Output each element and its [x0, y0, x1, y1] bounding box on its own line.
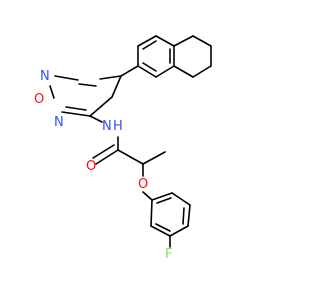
atom-n-bottom: N	[54, 115, 64, 130]
aromatic-ring-bonds	[137, 35, 175, 78]
oxadiazole-ring-bonds	[49, 75, 122, 117]
aryl-oxadiazole-bond	[120, 65, 139, 77]
atom-n-top: N	[40, 69, 50, 84]
atom-f: F	[165, 247, 172, 262]
molecule-structure-diagram: O N N N H O O F	[34, 35, 212, 262]
atom-n-amide: N	[102, 119, 112, 134]
saturated-ring-bonds	[173, 35, 212, 78]
atom-o-ring: O	[34, 92, 44, 107]
atom-o-carbonyl: O	[86, 159, 96, 174]
atom-o-ether: O	[138, 177, 148, 192]
atom-h-amide: H	[113, 119, 123, 134]
side-chain-bonds	[89, 115, 166, 201]
fluorophenyl-ring-bonds	[150, 192, 191, 248]
